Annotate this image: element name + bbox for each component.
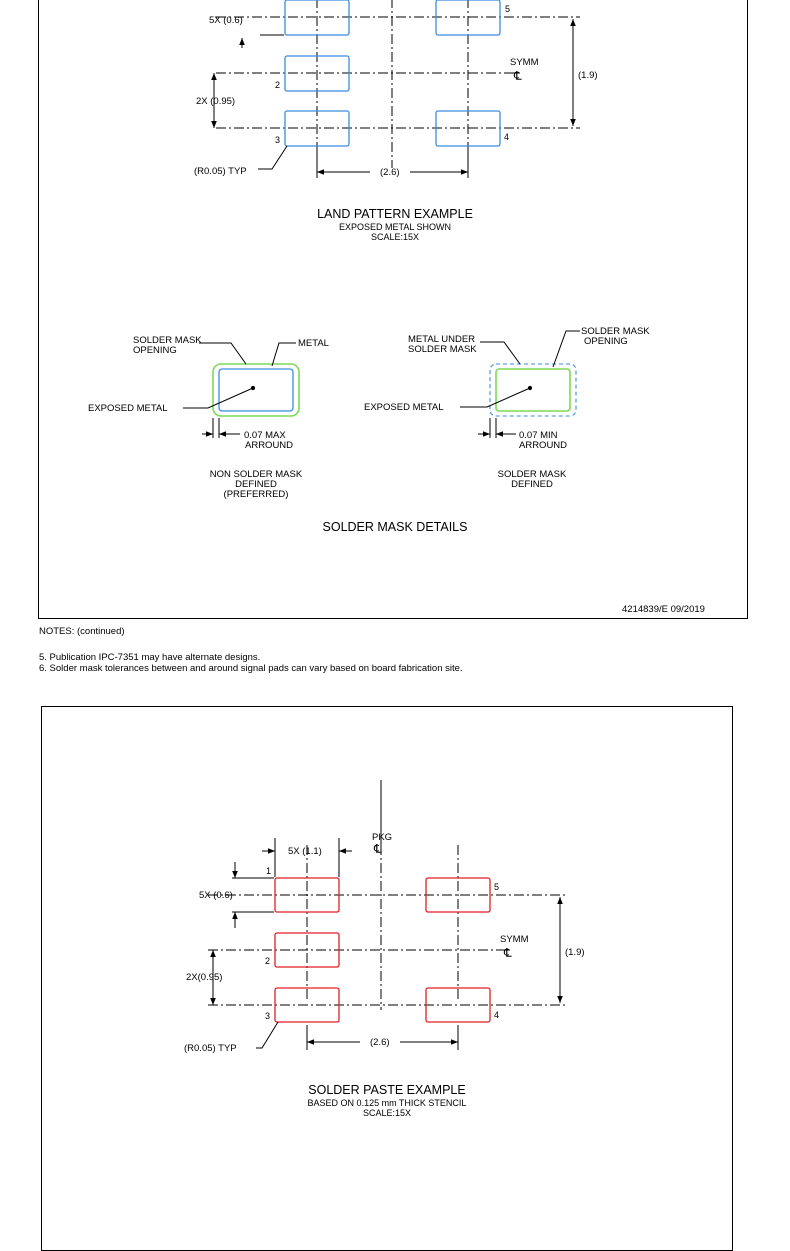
smd-metal-under-label-2: SOLDER MASK	[408, 344, 477, 355]
nsmd-mask-opening-label-1: SOLDER MASK	[133, 335, 202, 346]
land-pad-2	[284, 55, 350, 92]
pin-4-label: 4	[494, 1010, 499, 1020]
land-pattern-title: LAND PATTERN EXAMPLE	[317, 207, 473, 221]
pad-height-label: 5X (0.6)	[209, 15, 243, 26]
smd-mask-opening	[495, 368, 571, 412]
pin-3-label: 3	[265, 1011, 270, 1021]
pkg-label: PKG	[372, 832, 392, 843]
smd-metal-under-leader	[480, 341, 521, 365]
solder-mask-details-title: SOLDER MASK DETAILS	[323, 520, 468, 534]
symm-label: SYMM	[510, 57, 539, 68]
nsmd-caption-1: NON SOLDER MASK	[210, 469, 303, 480]
notes-heading: NOTES: (continued)	[39, 626, 125, 637]
corner-radius-label: (R0.05) TYP	[194, 166, 247, 177]
pitch-label: 2X(0.95)	[186, 972, 222, 983]
document-id: 4214839/E 09/2019	[622, 604, 705, 615]
pin-2-label: 2	[265, 956, 270, 966]
col-span-label: (1.9)	[578, 70, 598, 81]
pitch-label: 2X (0.95)	[196, 96, 235, 107]
pad-height-label: 5X (0.6)	[199, 890, 233, 901]
land-pattern-subtitle-1: EXPOSED METAL SHOWN	[339, 222, 451, 232]
smd-exposed-metal-label: EXPOSED METAL	[364, 402, 444, 413]
nsmd-exposed-metal-label: EXPOSED METAL	[88, 403, 168, 414]
land-pattern-labels: 5X (0.6) 2X (0.95) (R0.05) TYP (2.6) (1.…	[194, 4, 598, 242]
nsmd-metal-label: METAL	[298, 338, 329, 349]
row-span-label: (2.6)	[380, 167, 400, 178]
smd-clearance-label-2: ARROUND	[519, 440, 567, 451]
smd-metal-under-label-1: METAL UNDER	[408, 334, 475, 345]
land-pad-3	[284, 110, 350, 147]
corner-radius-leader	[256, 1021, 279, 1049]
note-6: 6. Solder mask tolerances between and ar…	[39, 663, 463, 674]
smd-clearance-label-1: 0.07 MIN	[519, 430, 558, 441]
pad-width-label: 5X (1.1)	[288, 846, 322, 857]
paste-pad-1	[274, 877, 340, 913]
land-pad-1	[284, 0, 350, 36]
centerline-symbol: ℄	[503, 946, 512, 960]
nsmd-exposed-metal-leader	[183, 387, 254, 409]
solder-paste-subtitle-1: BASED ON 0.125 mm THICK STENCIL	[308, 1098, 467, 1108]
pin-4-label: 4	[504, 132, 509, 142]
smd-exposed-metal-leader	[460, 387, 531, 408]
solder-paste-title: SOLDER PASTE EXAMPLE	[308, 1083, 465, 1097]
land-pad-5	[435, 0, 501, 36]
solder-mask-details-labels: SOLDER MASK OPENING METAL EXPOSED METAL …	[88, 326, 650, 534]
smd-caption-2: DEFINED	[511, 479, 553, 490]
solder-paste-drawing	[208, 778, 568, 1050]
nsmd-clearance-label-2: ARROUND	[245, 440, 293, 451]
land-pattern-drawing	[211, 0, 580, 178]
solder-paste-labels: PKG ℄ 5X (1.1) 5X (0.6) 2X(0.95) (R0.05)…	[184, 832, 585, 1118]
land-pattern-subtitle-2: SCALE:15X	[371, 232, 419, 242]
nsmd-mask-opening-leader	[199, 342, 247, 365]
smd-mask-opening-label-2: OPENING	[584, 336, 628, 347]
land-pattern-frame	[38, 0, 748, 619]
pin-2-label: 2	[275, 80, 280, 90]
nsmd-metal-pad	[218, 368, 294, 412]
nsmd-mask-opening-label-2: OPENING	[133, 345, 177, 356]
paste-pad-4	[425, 987, 491, 1023]
pin-5-label: 5	[505, 4, 510, 14]
nsmd-caption-3: (PREFERRED)	[224, 489, 289, 500]
smd-caption-1: SOLDER MASK	[498, 469, 567, 480]
pkg-centerline-symbol: ℄	[373, 842, 382, 856]
smd-mask-opening-label-1: SOLDER MASK	[581, 326, 650, 337]
pin-1-label: 1	[266, 866, 271, 876]
nsmd-metal-leader	[271, 342, 296, 367]
land-pad-4	[435, 110, 501, 147]
note-5: 5. Publication IPC-7351 may have alterna…	[39, 652, 261, 663]
paste-pad-5	[425, 877, 491, 913]
solder-paste-subtitle-2: SCALE:15X	[363, 1108, 411, 1118]
paste-pad-2	[274, 932, 340, 968]
corner-radius-label: (R0.05) TYP	[184, 1043, 237, 1054]
corner-radius-leader	[258, 145, 288, 170]
nsmd-clearance-label-1: 0.07 MAX	[244, 430, 286, 441]
centerline-symbol: ℄	[513, 69, 522, 83]
paste-pad-3	[274, 987, 340, 1023]
nsmd-mask-opening	[212, 363, 300, 417]
col-span-label: (1.9)	[565, 947, 585, 958]
nsmd-caption-2: DEFINED	[235, 479, 277, 490]
pin-3-label: 3	[275, 135, 280, 145]
row-span-label: (2.6)	[370, 1037, 390, 1048]
smd-mask-opening-leader	[552, 330, 580, 368]
solder-mask-details-drawing	[183, 330, 580, 438]
symm-label: SYMM	[500, 934, 529, 945]
smd-metal-pad	[489, 363, 577, 417]
pin-5-label: 5	[494, 882, 499, 892]
